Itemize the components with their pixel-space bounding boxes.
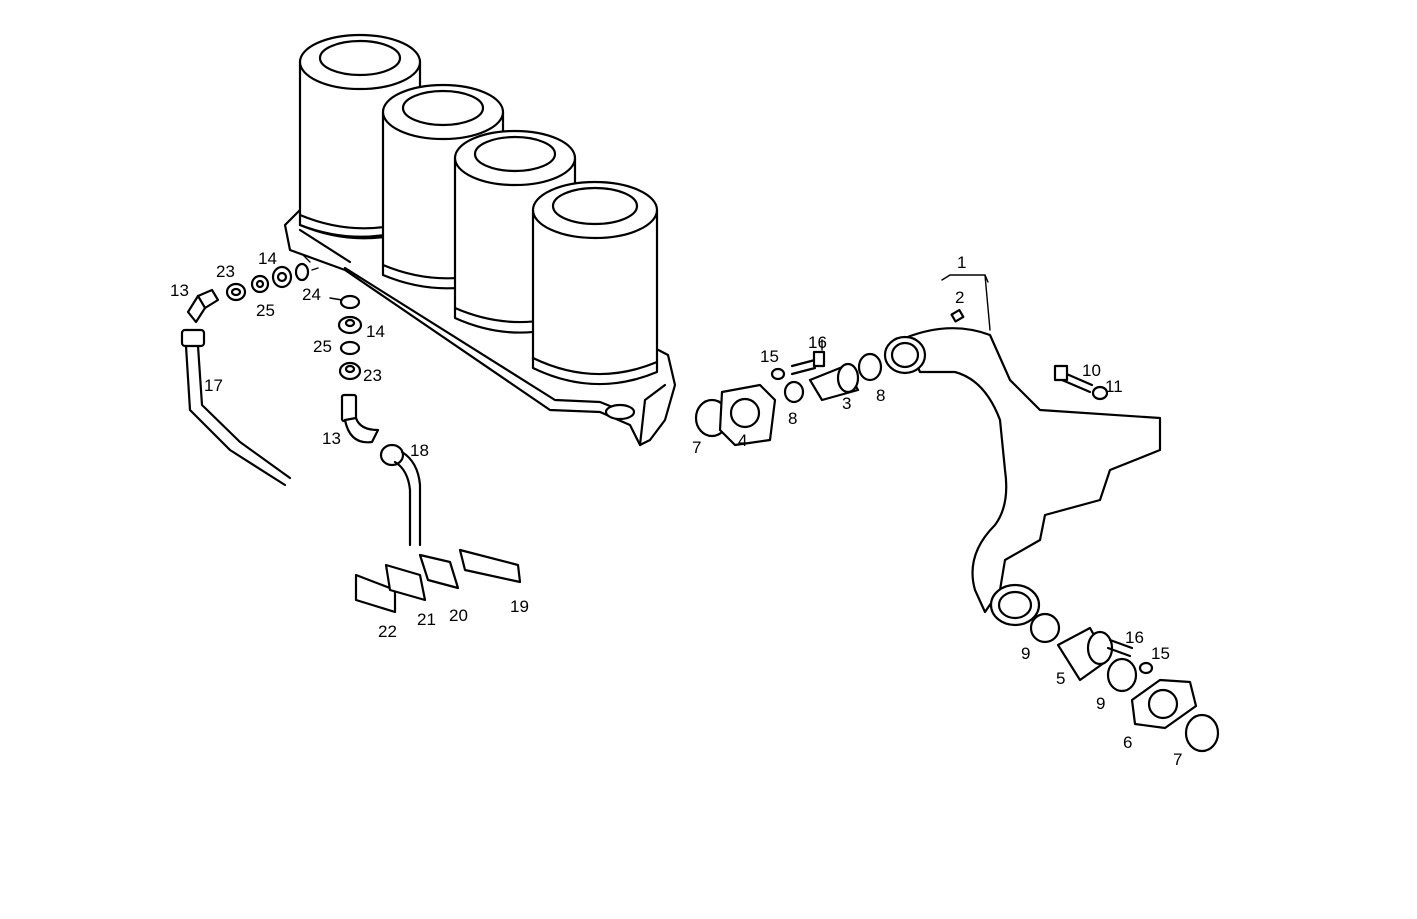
callout-6: 6 xyxy=(1123,733,1132,752)
callout-15a: 15 xyxy=(760,347,779,366)
callout-8a: 8 xyxy=(788,409,797,428)
callout-2: 2 xyxy=(955,288,964,307)
filter-block-assembly xyxy=(283,33,677,447)
filter-canister-4 xyxy=(531,180,659,386)
callout-9a: 9 xyxy=(1021,644,1030,663)
callout-8b: 8 xyxy=(876,386,885,405)
callout-14a: 14 xyxy=(258,249,277,268)
intake-pipe-body xyxy=(903,327,1162,614)
callout-10: 10 xyxy=(1082,361,1101,380)
callout-4: 4 xyxy=(738,431,747,450)
callout-3: 3 xyxy=(842,394,851,413)
callout-20: 20 xyxy=(449,606,468,625)
right-intake-pipe-assembly xyxy=(694,308,1220,753)
callout-16b: 16 xyxy=(1125,628,1144,647)
callout-1: 1 xyxy=(957,253,966,272)
callout-11: 11 xyxy=(1105,377,1123,396)
callout-25a: 25 xyxy=(256,301,275,320)
callout-23b: 23 xyxy=(363,366,382,385)
callout-17: 17 xyxy=(204,376,223,395)
callout-13b: 13 xyxy=(322,429,341,448)
callout-16a: 16 xyxy=(808,333,827,352)
left-fuel-fittings xyxy=(180,262,522,614)
callout-25b: 25 xyxy=(313,337,332,356)
callout-9b: 9 xyxy=(1096,694,1105,713)
callout-7b: 7 xyxy=(1173,750,1182,769)
callout-14b: 14 xyxy=(366,322,385,341)
callout-5: 5 xyxy=(1056,669,1065,688)
callout-19: 19 xyxy=(510,597,529,616)
callout-7a: 7 xyxy=(692,438,701,457)
callout-21: 21 xyxy=(417,610,436,629)
callout-22: 22 xyxy=(378,622,397,641)
callout-13a: 13 xyxy=(170,281,189,300)
callout-labels: 1 2 3 4 5 6 7 7 8 8 9 9 10 11 13 13 14 1… xyxy=(170,249,1182,769)
callout-24: 24 xyxy=(302,285,321,304)
callout-23a: 23 xyxy=(216,262,235,281)
callout-15b: 15 xyxy=(1151,644,1170,663)
callout-18: 18 xyxy=(410,441,429,460)
callout-1-bracket xyxy=(941,274,991,331)
